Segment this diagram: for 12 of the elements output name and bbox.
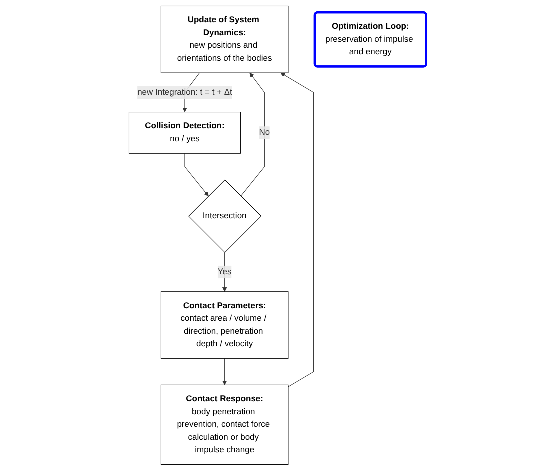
arrow — [240, 72, 265, 197]
arrow — [222, 358, 227, 386]
node-box: Contact Response: body penetration prevention, contact force calculation or body impulse change — [160, 384, 288, 465]
node-box: Collision Detection: no / yes — [128, 112, 241, 154]
node-box: Update of System Dynamics: new positions and orientations of the bodies — [160, 6, 288, 74]
arrow — [280, 72, 314, 388]
edge-label: No — [258, 128, 270, 138]
edge-label: Yes — [218, 267, 232, 277]
edge-label: new Integration: t = t + Δt — [137, 88, 232, 97]
node-box: Contact Parameters: contact area / volume / direction, penetration depth / velocity — [160, 292, 288, 359]
node-diamond: Intersection — [188, 180, 262, 254]
arrow — [184, 153, 209, 197]
